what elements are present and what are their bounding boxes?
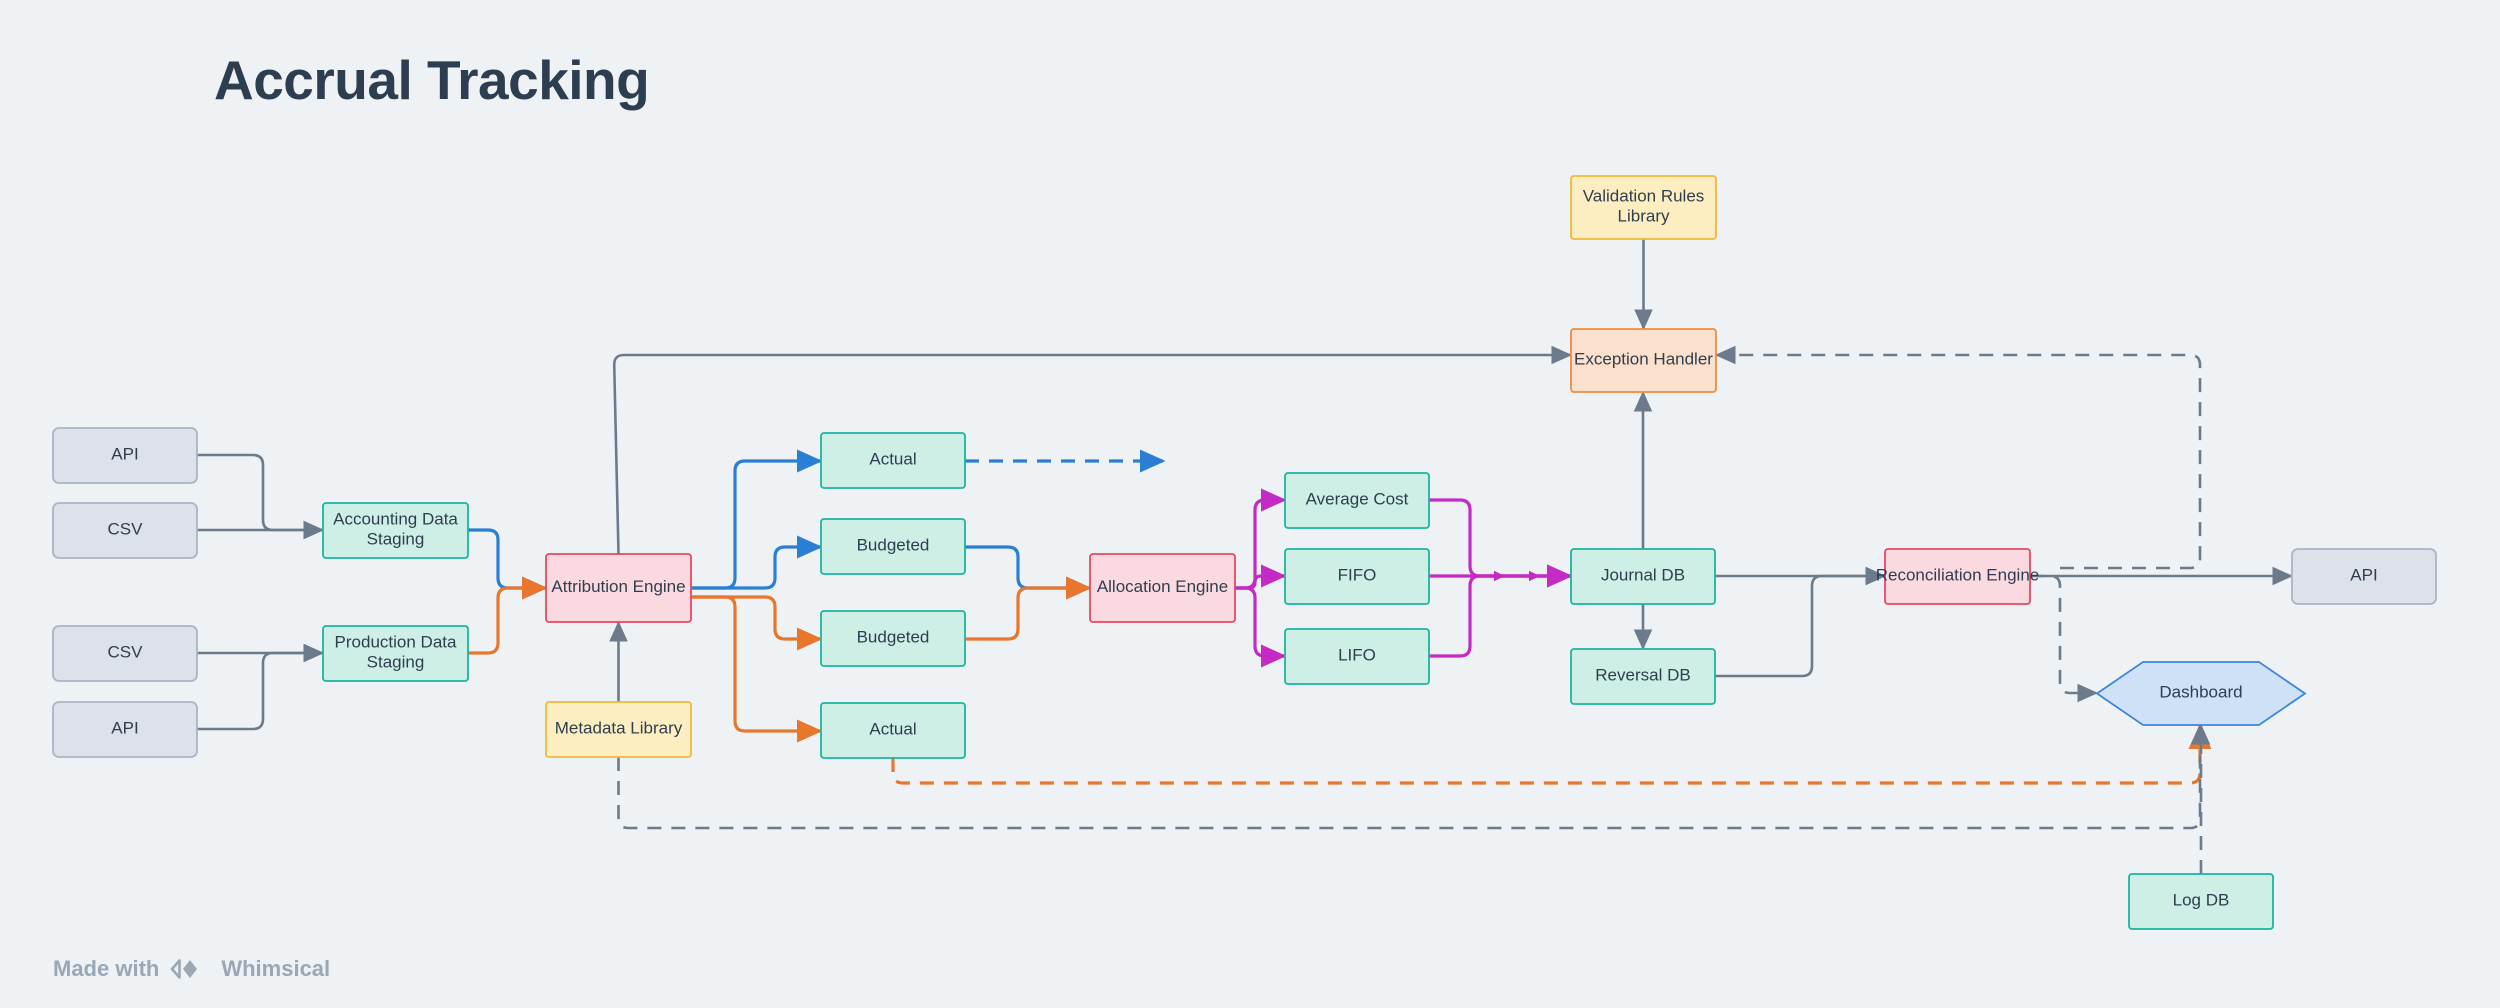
footer-made-with-label: Made with — [53, 956, 160, 981]
edge-e-reconciliation-to-exception — [1714, 345, 2202, 570]
edge-e-reversal-to-reconciliation — [1715, 566, 1887, 678]
node-shape-actual-bottom[interactable] — [820, 702, 966, 759]
edge-e-accounting-to-attribution — [468, 528, 548, 600]
node-lifo[interactable]: LIFO — [1284, 628, 1430, 685]
footer-brand-label: Whimsical — [221, 956, 331, 981]
node-actual-bottom[interactable]: Actual — [820, 702, 966, 759]
node-shape-csv-top[interactable] — [52, 502, 198, 559]
node-fifo[interactable]: FIFO — [1284, 548, 1430, 605]
edge-e-allocation-to-fifo — [1235, 564, 1287, 590]
edge-e-attribution-to-actual-bottom — [691, 595, 823, 743]
node-shape-api-bottom[interactable] — [52, 701, 198, 758]
node-dashboard[interactable]: Dashboard — [2095, 661, 2307, 726]
edge-e-average-cost-to-journal — [1429, 498, 1573, 588]
node-api-output[interactable]: API — [2291, 548, 2437, 605]
node-shape-accounting-staging[interactable] — [322, 502, 469, 559]
node-shape-average-cost[interactable] — [1284, 472, 1430, 529]
node-shape-metadata-library[interactable] — [545, 701, 692, 758]
node-shape-exception-handler[interactable] — [1570, 328, 1717, 393]
node-shape-log-db[interactable] — [2128, 873, 2274, 930]
node-api-bottom[interactable]: API — [52, 701, 198, 758]
magenta-merge-arrowhead-0 — [1494, 570, 1505, 582]
edge-e-attribution-to-budgeted-up — [691, 535, 823, 590]
page-title: Accrual Tracking — [214, 49, 650, 111]
node-shape-csv-bottom[interactable] — [52, 625, 198, 682]
magenta-merge-arrowhead-1 — [1529, 570, 1540, 582]
edge-e-budgeted-low-to-allocation — [965, 576, 1092, 641]
node-attribution-engine[interactable]: Attribution Engine — [545, 553, 692, 623]
node-csv-top[interactable]: CSV — [52, 502, 198, 559]
footer-attribution: Made with Whimsical — [53, 955, 330, 983]
node-average-cost[interactable]: Average Cost — [1284, 472, 1430, 529]
edge-e-budgeted-up-to-allocation — [965, 545, 1092, 600]
node-reversal-db[interactable]: Reversal DB — [1570, 648, 1716, 705]
node-shape-production-staging[interactable] — [322, 625, 469, 682]
node-shape-allocation-engine[interactable] — [1089, 553, 1236, 623]
node-shape-reversal-db[interactable] — [1570, 648, 1716, 705]
node-budgeted-upper[interactable]: Budgeted — [820, 518, 966, 575]
node-shape-lifo[interactable] — [1284, 628, 1430, 685]
edge-layer — [197, 239, 2294, 874]
edge-e-attribution-to-actual-top — [691, 449, 823, 590]
node-api-top[interactable]: API — [52, 427, 198, 484]
edge-e-reconciliation-to-dashboard — [2030, 574, 2099, 703]
node-shape-dashboard[interactable] — [2095, 661, 2307, 726]
node-shape-api-top[interactable] — [52, 427, 198, 484]
node-shape-actual-top[interactable] — [820, 432, 966, 489]
node-shape-budgeted-lower[interactable] — [820, 610, 966, 667]
whimsical-logo-icon — [170, 955, 210, 983]
node-shape-validation-rules[interactable] — [1570, 175, 1717, 240]
node-log-db[interactable]: Log DB — [2128, 873, 2274, 930]
edge-e-attribution-to-exception — [612, 345, 1573, 555]
edge-e-attribution-to-budgeted-low — [691, 595, 823, 651]
node-shape-journal-db[interactable] — [1570, 548, 1716, 605]
node-budgeted-lower[interactable]: Budgeted — [820, 610, 966, 667]
edge-e-api-top-to-accounting — [197, 453, 325, 540]
node-allocation-engine[interactable]: Allocation Engine — [1089, 553, 1236, 623]
edge-e-actual-bottom-to-dashboard — [891, 723, 2212, 785]
node-shape-budgeted-upper[interactable] — [820, 518, 966, 575]
node-csv-bottom[interactable]: CSV — [52, 625, 198, 682]
node-shape-api-output[interactable] — [2291, 548, 2437, 605]
edge-e-api-bottom-to-production — [197, 643, 325, 731]
node-journal-db[interactable]: Journal DB — [1570, 548, 1716, 605]
node-metadata-library[interactable]: Metadata Library — [545, 701, 692, 758]
edge-e-allocation-to-lifo — [1235, 586, 1287, 668]
node-actual-top[interactable]: Actual — [820, 432, 966, 489]
node-exception-handler[interactable]: Exception Handler — [1570, 328, 1717, 393]
edge-e-lifo-to-journal — [1429, 564, 1573, 658]
node-reconciliation-engine[interactable]: Reconciliation Engine — [1876, 548, 2040, 605]
node-shape-fifo[interactable] — [1284, 548, 1430, 605]
edge-e-production-to-attribution — [468, 576, 548, 655]
node-shape-attribution-engine[interactable] — [545, 553, 692, 623]
node-shape-reconciliation-engine[interactable] — [1884, 548, 2031, 605]
